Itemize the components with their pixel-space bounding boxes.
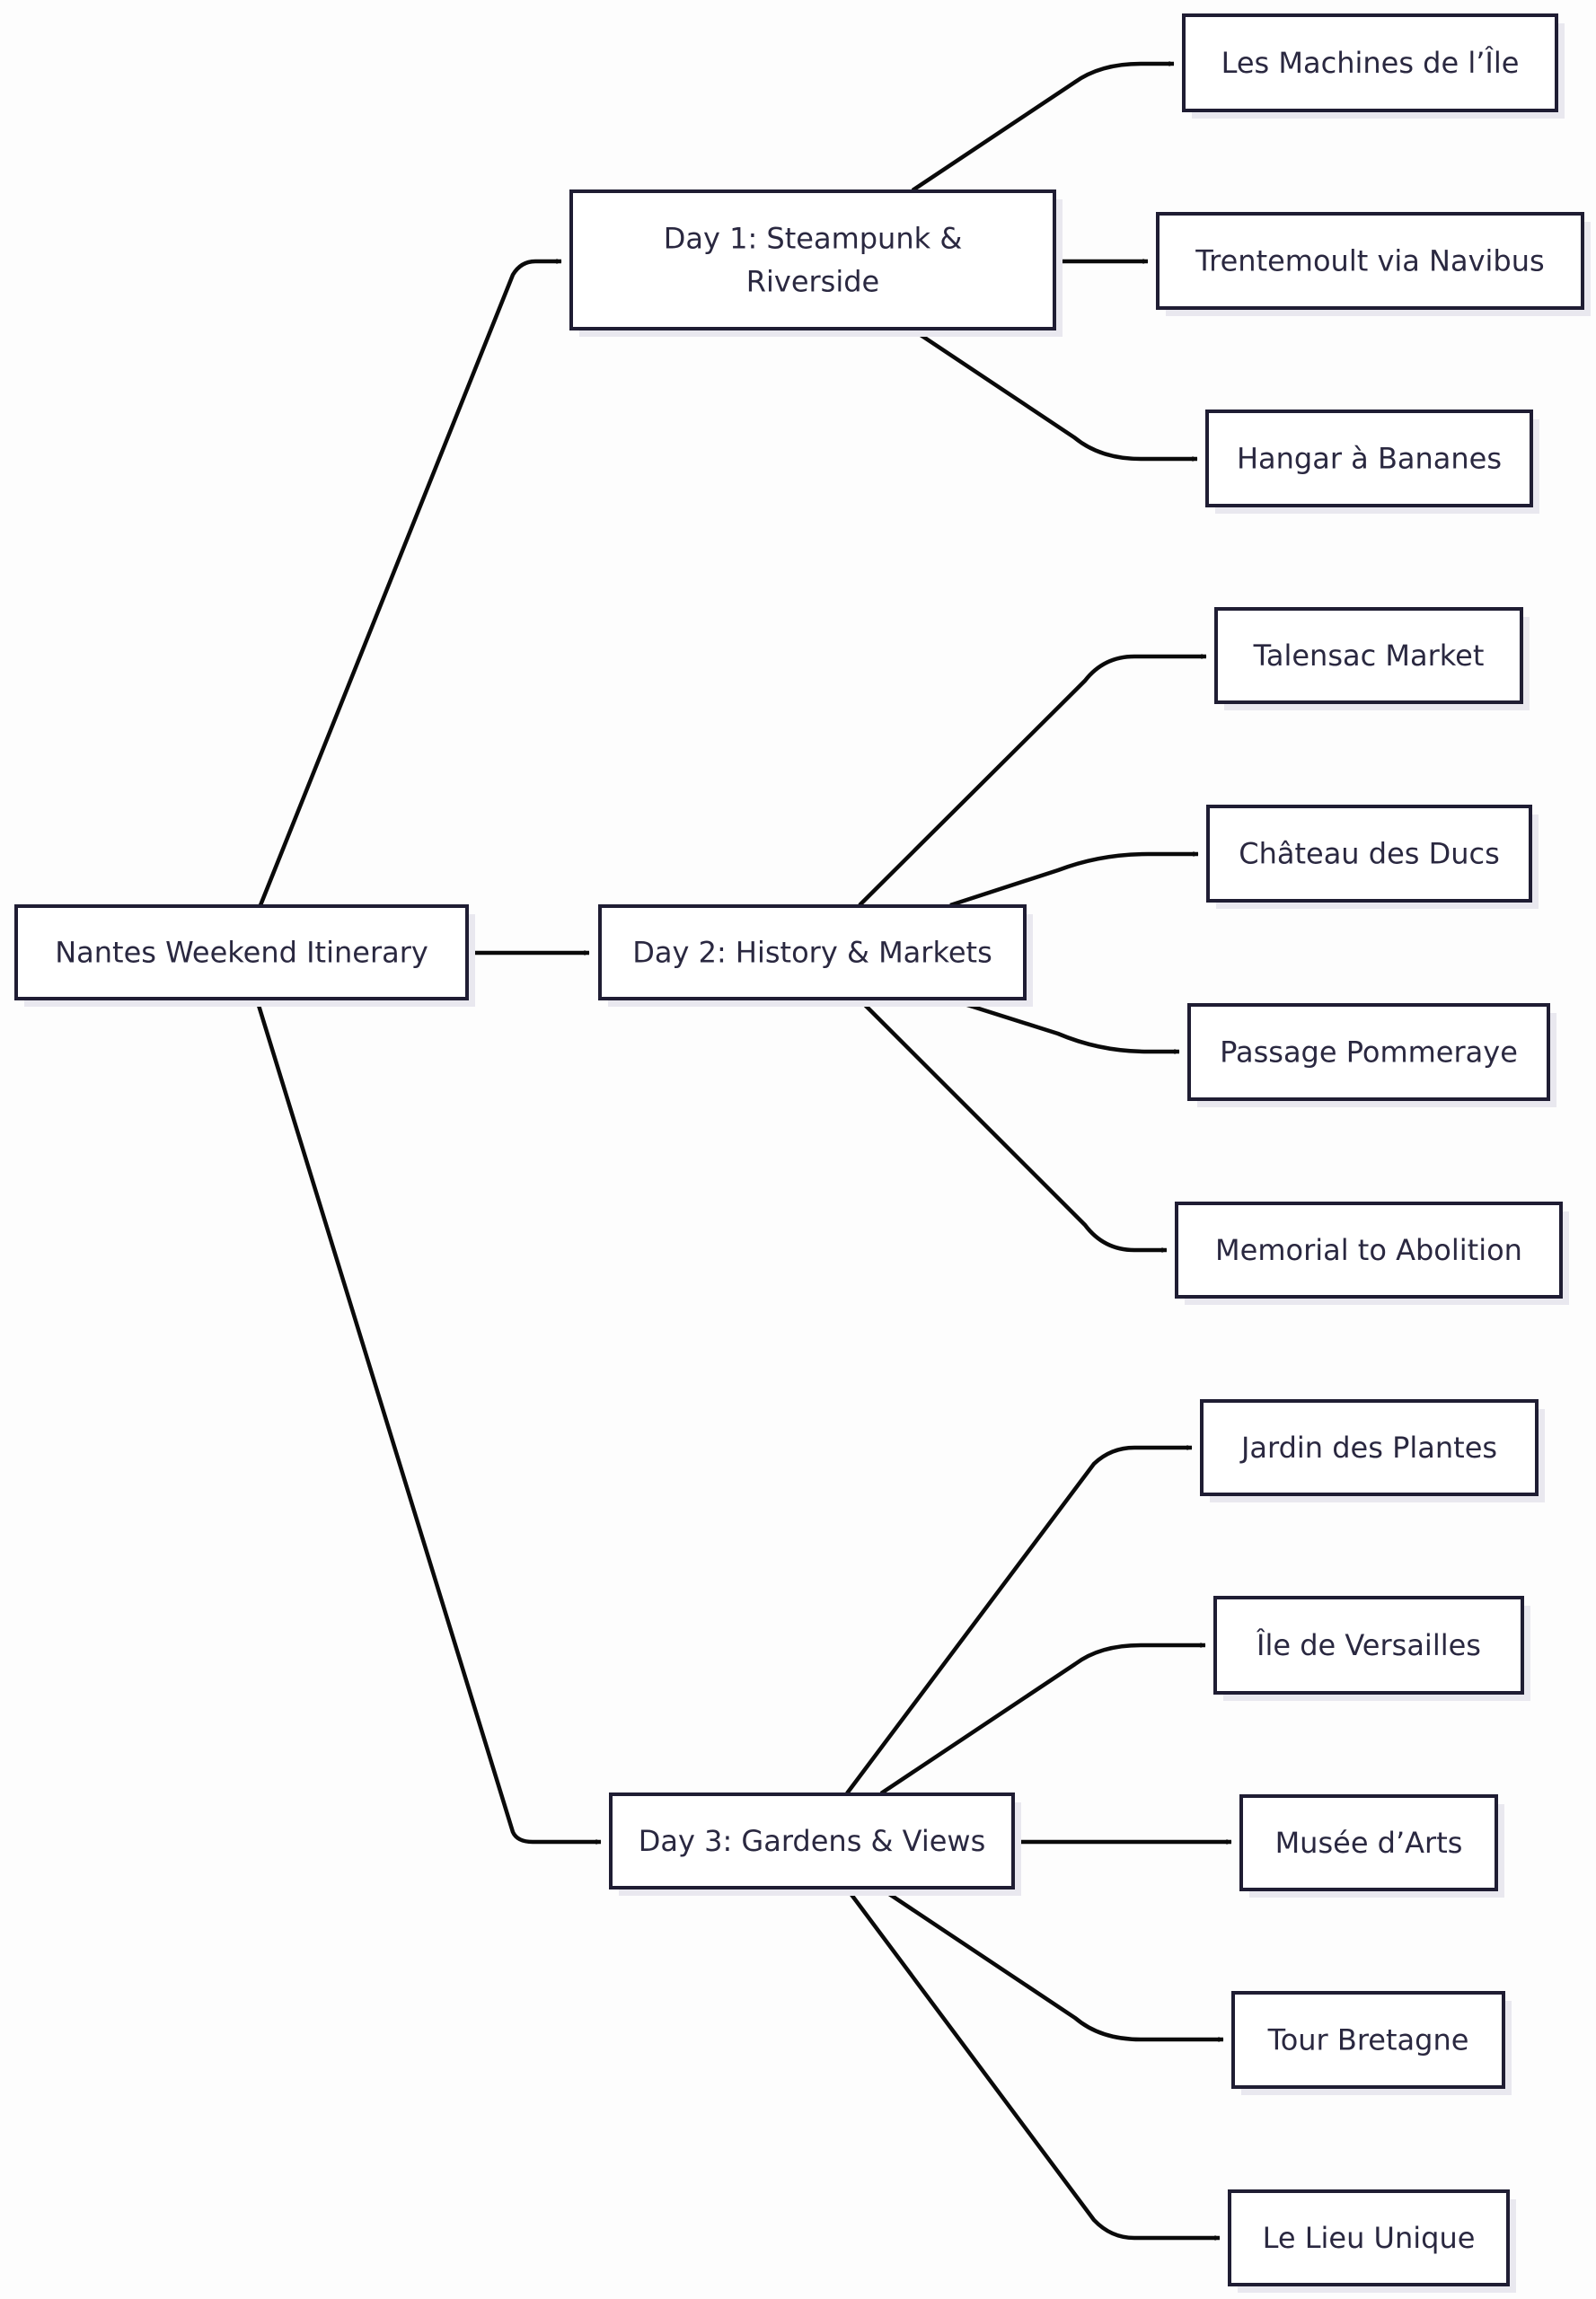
node-d1s3-label: Hangar à Bananes [1237, 442, 1502, 476]
node-d3s2-label: Île de Versailles [1256, 1628, 1481, 1662]
edge-day2-d2s2 [949, 851, 1199, 908]
node-d3s1-label: Jardin des Plantes [1239, 1431, 1497, 1465]
node-day3: Day 3: Gardens & Views [609, 1793, 1021, 1896]
node-d1s2: Trentemoult via Navibus [1156, 212, 1591, 316]
node-day1-label: Day 1: Steampunk & [664, 222, 963, 256]
node-d1s2-box [1156, 212, 1584, 310]
node-day1-label: Riverside [746, 265, 879, 299]
edge-day3-d3s1 [845, 1445, 1193, 1795]
node-day3-box [609, 1793, 1015, 1889]
node-d2s2: Château des Ducs [1206, 805, 1539, 909]
node-day2-box [598, 904, 1027, 1000]
node-d2s1-box [1214, 607, 1523, 704]
node-d2s4: Memorial to Abolition [1175, 1202, 1569, 1305]
node-d2s1-label: Talensac Market [1253, 639, 1485, 673]
edge-root-day3 [254, 999, 602, 1845]
node-day2-label: Day 2: History & Markets [632, 936, 992, 970]
node-d3s3-box [1239, 1794, 1498, 1891]
node-d3s3: Musée d’Arts [1239, 1794, 1504, 1898]
edge-day1-d1s3 [911, 328, 1198, 462]
node-d2s2-label: Château des Ducs [1239, 837, 1500, 871]
node-d3s1: Jardin des Plantes [1200, 1399, 1545, 1502]
node-root-box [14, 904, 469, 1000]
node-d1s1: Les Machines de l’Île [1182, 13, 1565, 119]
node-d3s4-box [1231, 1991, 1505, 2089]
node-d2s3-label: Passage Pommeraye [1220, 1035, 1518, 1070]
node-d3s5-label: Le Lieu Unique [1263, 2221, 1476, 2255]
node-d2s3: Passage Pommeraye [1187, 1003, 1556, 1107]
node-d3s5-box [1228, 2189, 1510, 2286]
node-d1s1-label: Les Machines de l’Île [1221, 46, 1520, 80]
edge-day1-d1s1 [911, 61, 1175, 192]
node-day3-label: Day 3: Gardens & Views [639, 1824, 986, 1858]
node-day1-box [569, 189, 1056, 330]
edge-day2-d2s1 [858, 654, 1207, 907]
edge-day3-d3s2 [879, 1643, 1206, 1795]
node-d1s3-box [1205, 410, 1533, 507]
node-day2: Day 2: History & Markets [598, 904, 1033, 1007]
node-d1s3: Hangar à Bananes [1205, 410, 1539, 514]
node-root-label: Nantes Weekend Itinerary [55, 936, 428, 970]
node-d3s2: Île de Versailles [1213, 1596, 1530, 1701]
edge-root-day1 [258, 259, 562, 906]
node-d3s2-box [1213, 1596, 1524, 1695]
node-d1s1-box [1182, 13, 1558, 112]
node-d2s2-box [1206, 805, 1532, 903]
node-d1s2-label: Trentemoult via Navibus [1195, 244, 1544, 278]
node-d3s1-box [1200, 1399, 1539, 1496]
node-d3s4-label: Tour Bretagne [1267, 2023, 1469, 2057]
node-day1: Day 1: Steampunk & Riverside [569, 189, 1063, 337]
edge-day2-d2s3 [949, 997, 1180, 1054]
edge-day3-d3s5 [845, 1887, 1221, 2241]
node-d2s3-box [1187, 1003, 1550, 1101]
edge-day2-d2s4 [858, 998, 1168, 1253]
edge-day3-d3s4 [879, 1887, 1224, 2042]
node-d2s4-label: Memorial to Abolition [1215, 1233, 1522, 1267]
edges-layer [254, 61, 1232, 2241]
node-d2s1: Talensac Market [1214, 607, 1530, 710]
node-d3s5: Le Lieu Unique [1228, 2189, 1516, 2293]
node-d3s3-label: Musée d’Arts [1275, 1826, 1463, 1860]
node-d3s4: Tour Bretagne [1231, 1991, 1512, 2095]
nodes-layer: Nantes Weekend Itinerary Day 1: Steampunk… [14, 13, 1591, 2293]
node-d2s4-box [1175, 1202, 1563, 1299]
node-root: Nantes Weekend Itinerary [14, 904, 475, 1007]
